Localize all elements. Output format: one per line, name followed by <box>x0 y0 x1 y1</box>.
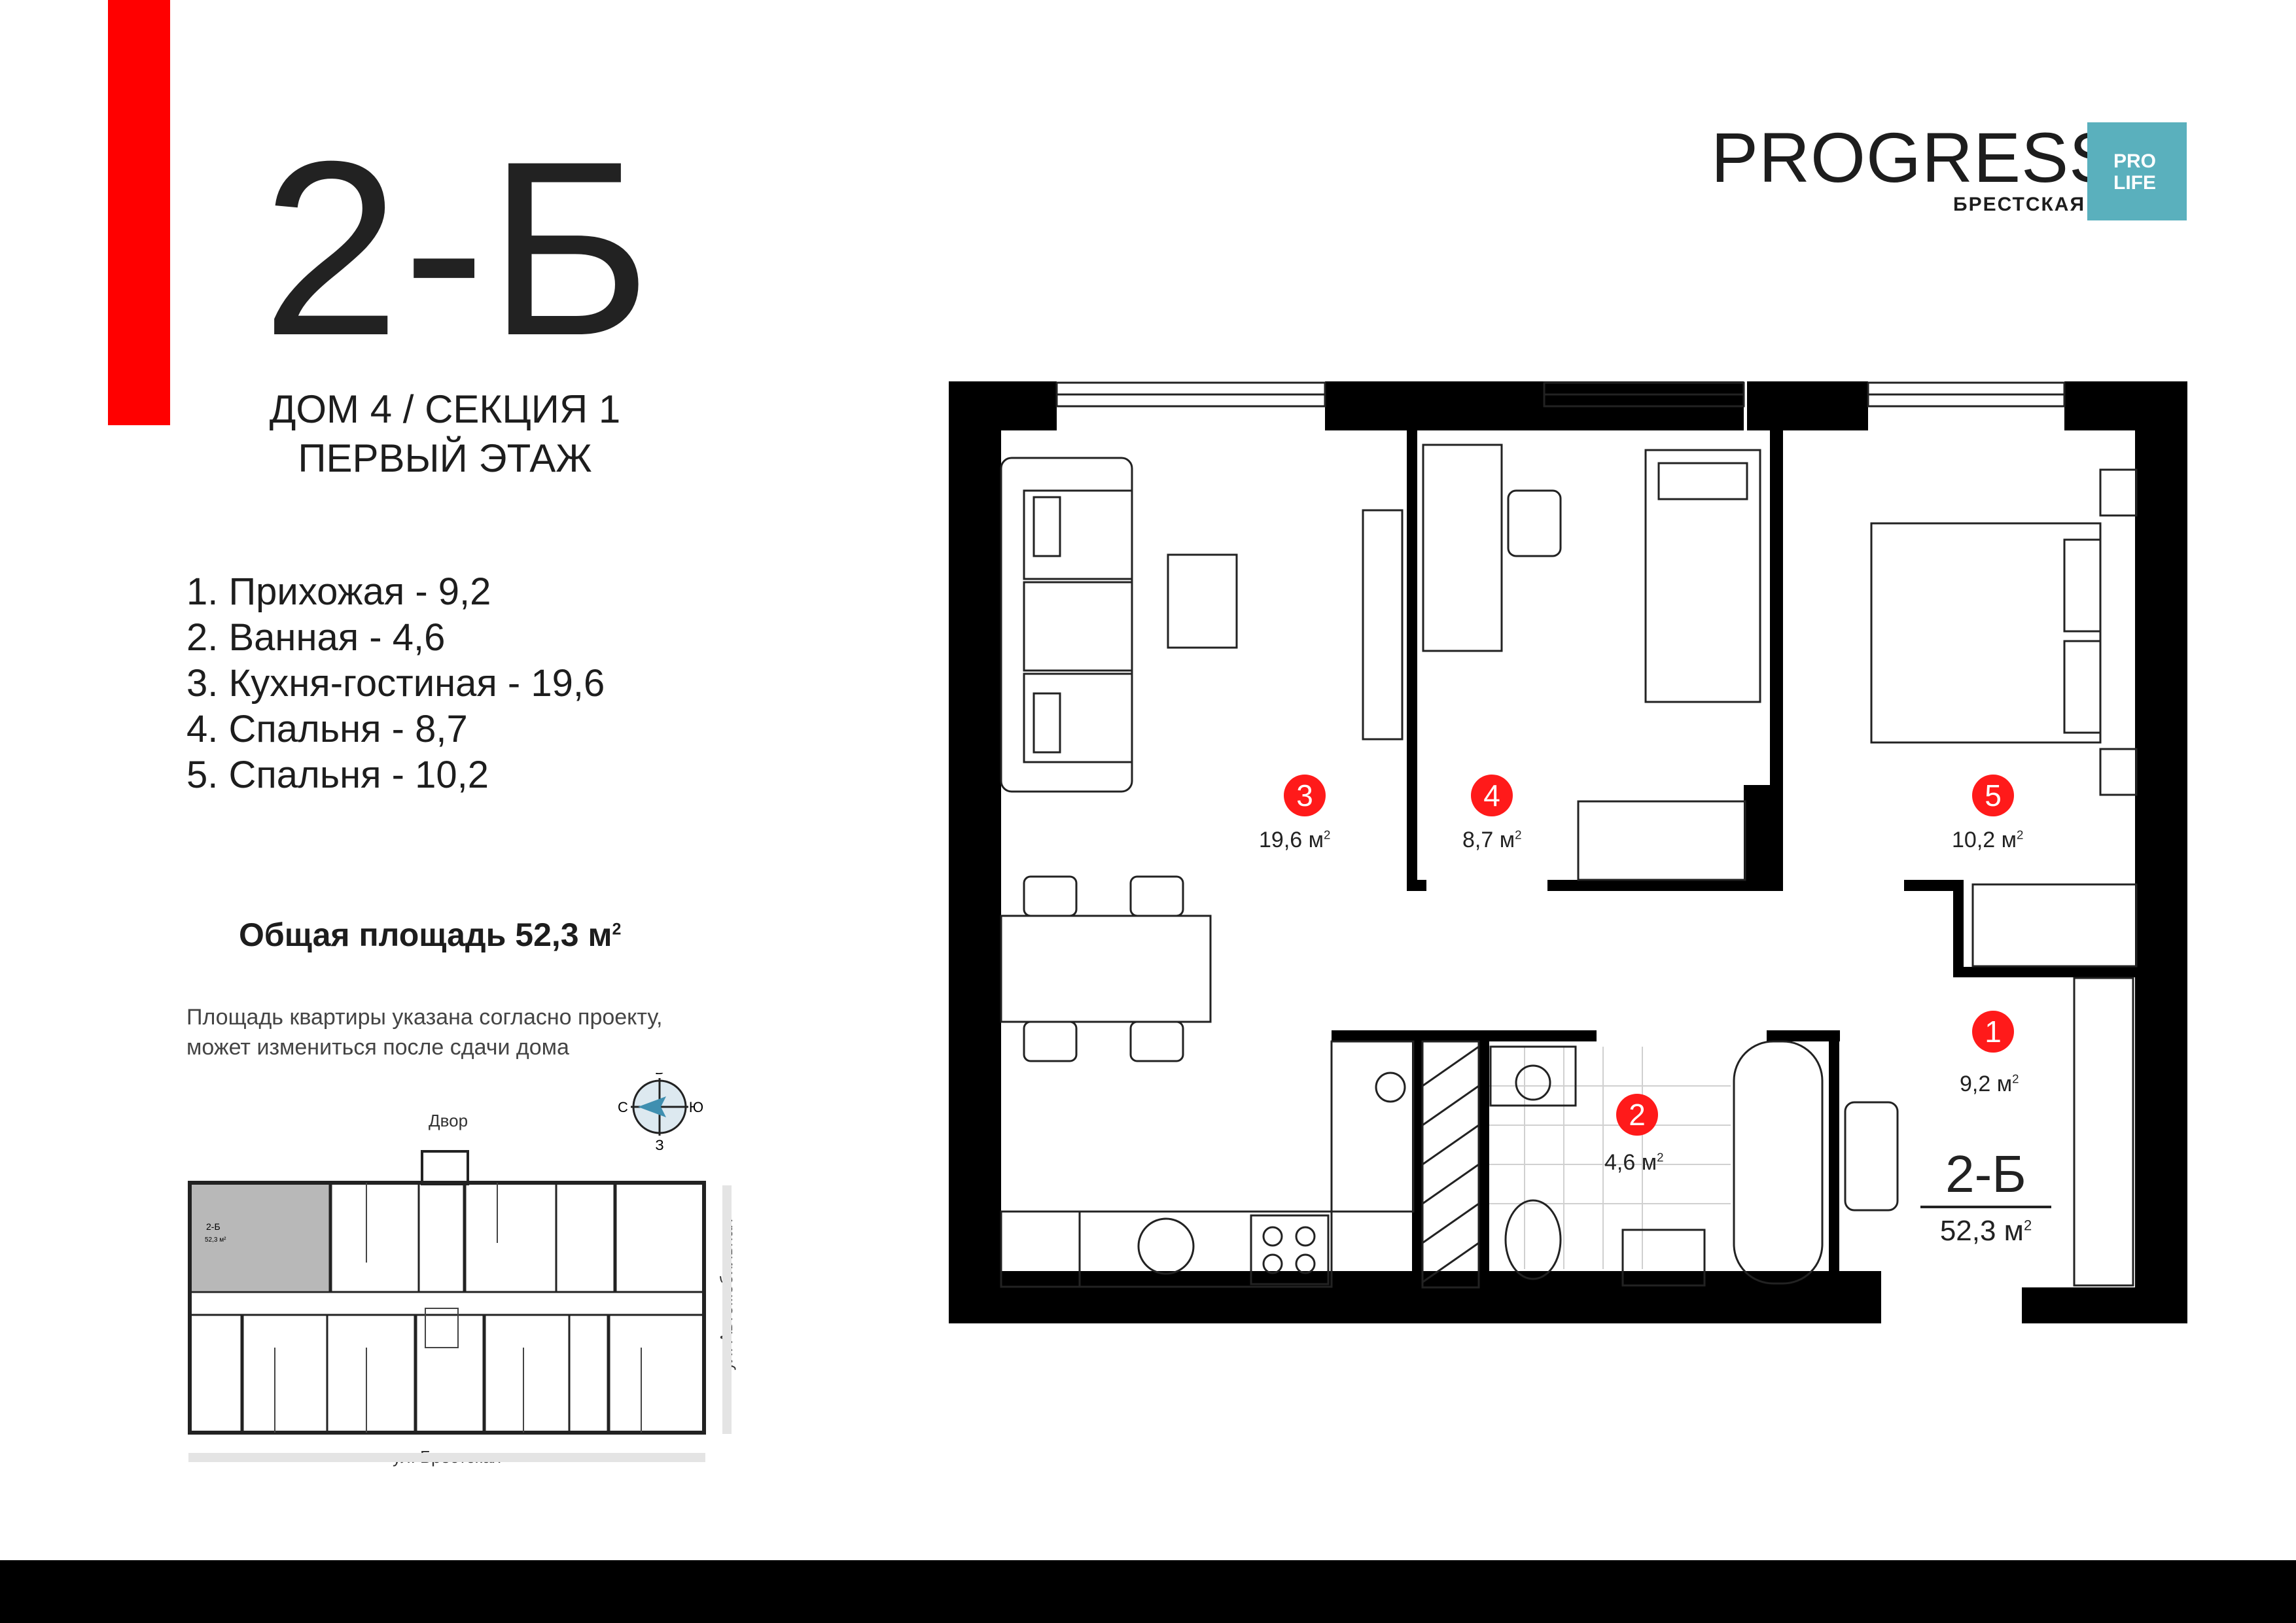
site-plan: В Ю З С 2-Б 52,3 м² <box>188 1073 732 1462</box>
note-line: Площадь квартиры указана согласно проект… <box>186 1005 663 1030</box>
chair-icon <box>1507 489 1562 557</box>
hallway-wardrobe-icon <box>2073 977 2134 1287</box>
kitchen-counter-icon <box>1000 1210 1333 1288</box>
floor-label: ПЕРВЫЙ ЭТАЖ <box>298 436 592 480</box>
room-number-badge: 1 <box>1972 1011 2014 1053</box>
plan-stamp-area-sup: 2 <box>2023 1217 2032 1234</box>
outer-walls <box>949 381 2187 1323</box>
logo-badge-line2: LIFE <box>2113 172 2156 194</box>
room-area: 8,7 м2 <box>1462 828 1522 853</box>
room-area-sup: 2 <box>1515 828 1522 842</box>
logo-badge: PRO LIFE <box>2087 122 2187 220</box>
building-floorplan <box>188 1150 706 1435</box>
furniture <box>1000 444 2138 1288</box>
room-list-item: 3. Кухня-гостиная - 19,6 <box>186 662 605 705</box>
room-list-item: 2. Ванная - 4,6 <box>186 616 446 659</box>
site-unit-area: 52,3 м² <box>205 1236 226 1244</box>
cabinet-icon <box>1844 1101 1899 1212</box>
red-accent-bar <box>108 0 170 425</box>
compass-icon <box>631 1078 688 1136</box>
double-bed-icon <box>1870 522 2102 744</box>
room-number-badge: 2 <box>1616 1094 1658 1136</box>
tv-unit-icon <box>1362 509 1404 741</box>
room-list-item: 4. Спальня - 8,7 <box>186 708 468 750</box>
room-number-badge: 5 <box>1972 775 2014 816</box>
logo-badge-line1: PRO <box>2113 150 2157 172</box>
total-area-text: Общая площадь 52,3 м <box>239 916 612 953</box>
kitchen-cabinet-icon <box>1330 1040 1415 1213</box>
room-area-sup: 2 <box>1657 1150 1664 1164</box>
room-area-value: 9,2 м <box>1960 1072 2013 1096</box>
toilet-icon <box>1504 1199 1562 1280</box>
road-bottom <box>188 1453 705 1462</box>
rooms-list: 1. Прихожая - 9,2 2. Ванная - 4,6 3. Кух… <box>186 569 605 798</box>
room-area: 4,6 м2 <box>1604 1150 1664 1176</box>
washbasin-icon <box>1621 1229 1706 1287</box>
sink-icon <box>1137 1217 1195 1275</box>
site-unit-code: 2-Б <box>206 1221 221 1232</box>
room-area-value: 8,7 м <box>1462 828 1515 852</box>
compass-south: З <box>655 1137 663 1153</box>
bathroom-tiles <box>1489 1047 1731 1269</box>
yard-label: Двор <box>429 1111 468 1130</box>
wardrobe-icon <box>1577 800 1746 881</box>
washer-icon <box>1489 1045 1577 1107</box>
bathtub-icon <box>1733 1040 1824 1285</box>
stove-icon <box>1250 1214 1330 1285</box>
road-right <box>722 1185 732 1434</box>
note-line: может измениться после сдачи дома <box>186 1035 569 1060</box>
shaft <box>1421 1040 1480 1289</box>
apartment-code: 2-Б <box>262 109 654 387</box>
highlighted-unit <box>192 1185 330 1291</box>
building-section-label: ДОМ 4 / СЕКЦИЯ 1 <box>269 387 621 431</box>
compass-north: В <box>655 1073 665 1077</box>
logo-subtitle: БРЕСТСКАЯ <box>1953 194 2086 215</box>
room-area-sup: 2 <box>2012 1072 2019 1086</box>
logo-wordmark: PROGRESS <box>1711 118 2117 197</box>
plan-stamp-divider <box>1920 1206 2051 1208</box>
compass-east: Ю <box>689 1099 703 1115</box>
plan-stamp-code: 2-Б <box>1945 1145 2026 1203</box>
single-bed-icon <box>1644 449 1761 703</box>
room-area: 19,6 м2 <box>1259 828 1330 853</box>
plan-stamp-area: 52,3 м2 <box>1920 1215 2051 1248</box>
nightstand-icon <box>2099 468 2138 517</box>
room-number-badge: 3 <box>1284 775 1326 816</box>
room-list-item: 1. Прихожая - 9,2 <box>186 570 491 613</box>
room-area-value: 19,6 м <box>1259 828 1324 852</box>
desk-icon <box>1422 444 1503 652</box>
interior-walls <box>1332 428 2143 1287</box>
room-area: 9,2 м2 <box>1960 1072 2019 1097</box>
plan-stamp: 2-Б 52,3 м2 <box>1920 1148 2051 1248</box>
room-number-badge: 4 <box>1471 775 1513 816</box>
wardrobe-icon <box>1971 883 2138 968</box>
bottom-black-bar <box>0 1560 2296 1623</box>
total-area: Общая площадь 52,3 м2 <box>239 916 621 954</box>
compass-west: С <box>618 1099 628 1115</box>
dining-table-icon <box>1000 915 1212 1023</box>
room-area-sup: 2 <box>1324 828 1331 842</box>
coffee-table-icon <box>1167 553 1238 649</box>
windows <box>1055 381 2066 408</box>
plan-stamp-area-value: 52,3 м <box>1939 1215 2024 1247</box>
room-area-value: 10,2 м <box>1952 828 2017 852</box>
total-area-sup: 2 <box>612 920 622 939</box>
shaft-hatching <box>1422 1045 1479 1283</box>
sofa-icon <box>1000 457 1133 793</box>
room-area: 10,2 м2 <box>1952 828 2023 853</box>
floor-plan <box>949 381 2187 1323</box>
disclaimer-note: Площадь квартиры указана согласно проект… <box>186 1002 662 1062</box>
room-list-item: 5. Спальня - 10,2 <box>186 754 489 796</box>
room-area-value: 4,6 м <box>1604 1150 1657 1175</box>
room-area-sup: 2 <box>2017 828 2024 842</box>
